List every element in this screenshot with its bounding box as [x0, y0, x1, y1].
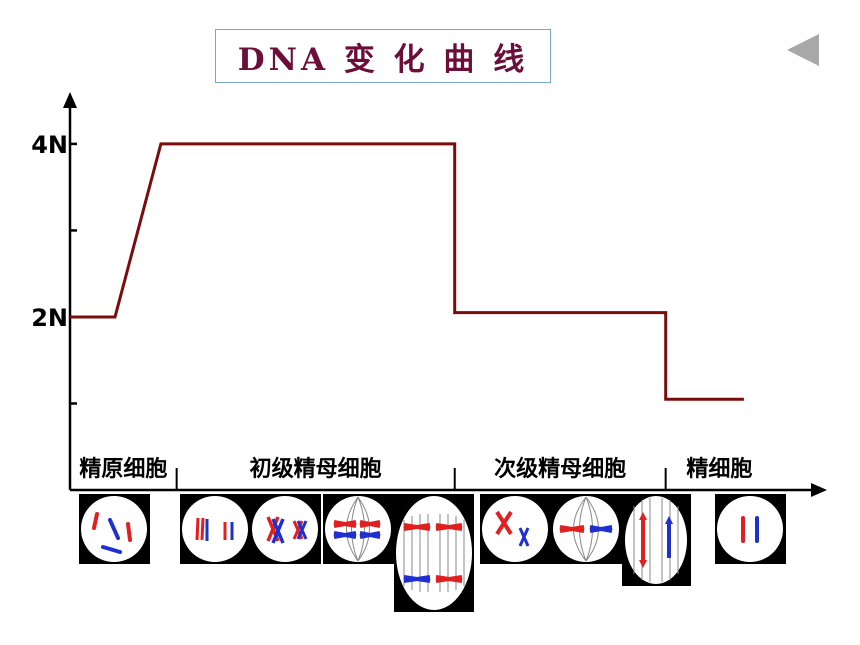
stage-label-1: 初级精母细胞 [250, 456, 382, 482]
dna-curve [70, 142, 744, 401]
primary-metaphase-cell [323, 494, 394, 564]
primary-prophase-cell [250, 494, 321, 564]
secondary-prophase-cell [480, 494, 551, 564]
stage-label-2: 次级精母细胞 [494, 456, 626, 482]
y-tick-label-3: 4N [31, 131, 68, 159]
secondary-metaphase-cell [551, 494, 622, 564]
y-axis-arrow [63, 92, 77, 108]
y-tick-label-1: 2N [31, 304, 68, 332]
x-axis-arrow [811, 483, 827, 497]
stage-label-0: 精原细胞 [79, 456, 167, 482]
primary-interphase-cell [180, 494, 251, 564]
primary-anaphase-cell [394, 494, 474, 612]
triangle-left-icon[interactable] [785, 32, 821, 68]
secondary-anaphase-cell [622, 494, 691, 586]
spermatogonium-cell [79, 494, 150, 564]
stage-label-3: 精细胞 [686, 456, 752, 482]
title-box: DNA 变 化 曲 线 [215, 29, 551, 83]
chart-title: DNA 变 化 曲 线 [237, 41, 529, 78]
spermatid-cell [715, 494, 786, 564]
